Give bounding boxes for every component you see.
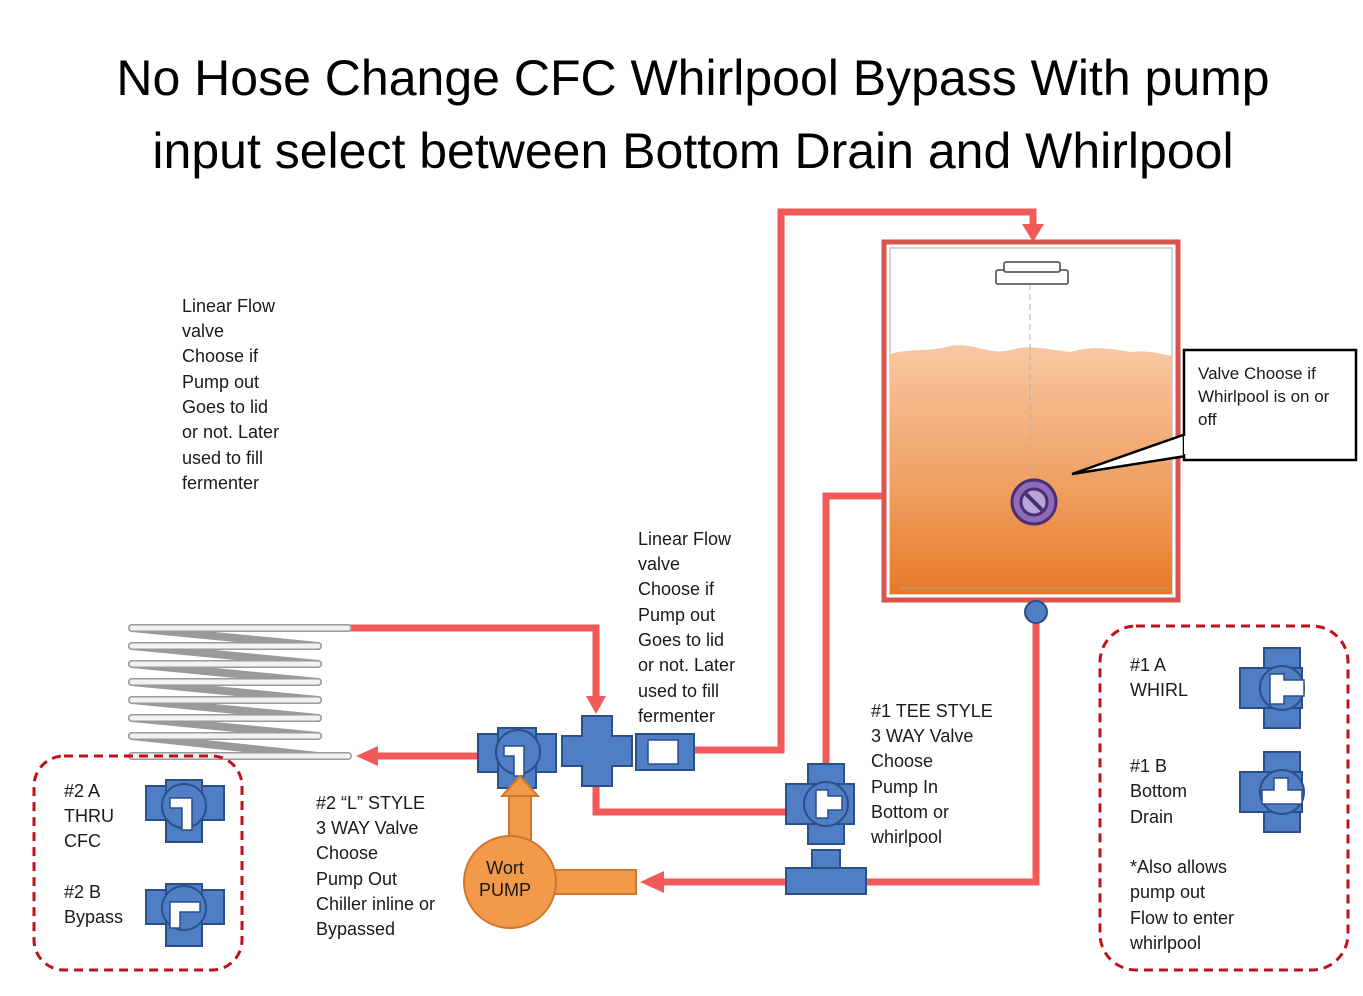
pump-label-line-1: Wort (486, 858, 524, 878)
arrow-into-cross (586, 696, 606, 714)
svg-text:#2 “L” STYLE: #2 “L” STYLE (316, 793, 425, 813)
svg-text:whirlpool: whirlpool (870, 827, 942, 847)
svg-text:Pump In: Pump In (871, 777, 938, 797)
lid-handle-icon (995, 261, 1069, 285)
svg-text:used to fill: used to fill (182, 448, 263, 468)
svg-text:Bottom or: Bottom or (871, 802, 949, 822)
legend-note-line-4: whirlpool (1129, 933, 1201, 953)
chiller-coil (128, 624, 352, 760)
svg-text:Pump out: Pump out (182, 372, 259, 392)
legend-1a-valve-icon (1239, 647, 1305, 729)
legend-2a-line-1: #2 A (64, 781, 100, 801)
pipe-cross-to-tee (592, 770, 786, 816)
legend-2a-line-2: THRU (64, 806, 114, 826)
legend-2b-valve-icon (145, 883, 225, 947)
wort-liquid (890, 345, 1172, 594)
pipe-to-lid (692, 208, 1037, 754)
svg-text:Choose: Choose (316, 843, 378, 863)
legend-note-line-1: *Also allows (1130, 857, 1227, 877)
svg-text:used to fill: used to fill (638, 681, 719, 701)
whirlpool-valve-callout: Valve Choose if Whirlpool is on or off (1071, 348, 1358, 476)
arrow-into-coil (356, 746, 378, 766)
legend-2b-line-2: Bypass (64, 907, 123, 927)
pipe-coil-to-cross (348, 624, 600, 700)
tee-style-3way-valve[interactable] (785, 763, 855, 845)
svg-text:valve: valve (638, 554, 680, 574)
tee-fitting (785, 849, 867, 895)
svg-text:#1 TEE STYLE: #1 TEE STYLE (871, 701, 993, 721)
callout-line-2: Whirlpool is on or (1198, 387, 1330, 406)
svg-text:or not. Later: or not. Later (638, 655, 735, 675)
linear-flow-valve[interactable] (635, 733, 695, 771)
kettle (881, 239, 1181, 603)
legend-1b-line-1: #1 B (1130, 756, 1167, 776)
svg-text:Pump out: Pump out (638, 605, 715, 625)
svg-text:Bypassed: Bypassed (316, 919, 395, 939)
callout-line-3: off (1198, 410, 1217, 429)
bottom-drain-port-icon[interactable] (1024, 600, 1048, 624)
legend-note-line-2: pump out (1130, 882, 1205, 902)
svg-text:Linear Flow: Linear Flow (182, 296, 276, 316)
svg-text:Choose if: Choose if (638, 579, 715, 599)
whirlpool-valve-icon[interactable] (1010, 478, 1058, 526)
legend-2b-line-1: #2 B (64, 882, 101, 902)
linear-flow-label-mid: Linear Flow valve Choose if Pump out Goe… (638, 529, 735, 726)
wort-pump[interactable]: Wort PUMP (463, 774, 637, 929)
arrow-into-pump (640, 871, 664, 893)
svg-text:Linear Flow: Linear Flow (638, 529, 732, 549)
arrow-into-lid (1022, 224, 1044, 242)
title-line-2: input select between Bottom Drain and Wh… (152, 123, 1233, 179)
legend-left: #2 A THRU CFC #2 B Bypass (32, 754, 244, 972)
legend-1b-valve-icon (1239, 751, 1305, 833)
svg-text:3 WAY Valve: 3 WAY Valve (871, 726, 973, 746)
legend-right: #1 A WHIRL #1 B Bottom Drain *Also allow… (1098, 624, 1350, 972)
svg-text:fermenter: fermenter (638, 706, 715, 726)
legend-1a-line-2: WHIRL (1130, 680, 1188, 700)
svg-text:Choose if: Choose if (182, 346, 259, 366)
legend-1b-line-2: Bottom (1130, 781, 1187, 801)
tee-valve-label: #1 TEE STYLE 3 WAY Valve Choose Pump In … (870, 701, 993, 847)
callout-line-1: Valve Choose if (1198, 364, 1316, 383)
svg-text:valve: valve (182, 321, 224, 341)
pump-label-line-2: PUMP (479, 880, 531, 900)
svg-text:or not. Later: or not. Later (182, 422, 279, 442)
legend-note-line-3: Flow to enter (1130, 908, 1234, 928)
l-valve-label: #2 “L” STYLE 3 WAY Valve Choose Pump Out… (316, 793, 435, 939)
l-style-3way-valve[interactable] (477, 727, 557, 789)
svg-text:Chiller inline or: Chiller inline or (316, 894, 435, 914)
svg-text:Goes to lid: Goes to lid (638, 630, 724, 650)
title-line-1: No Hose Change CFC Whirlpool Bypass With… (116, 50, 1269, 106)
legend-1a-line-1: #1 A (1130, 655, 1166, 675)
legend-1b-line-3: Drain (1130, 807, 1173, 827)
svg-text:fermenter: fermenter (182, 473, 259, 493)
svg-text:Pump Out: Pump Out (316, 869, 397, 889)
linear-flow-label-left: Linear Flow valve Choose if Pump out Goe… (182, 296, 279, 493)
svg-text:Goes to lid: Goes to lid (182, 397, 268, 417)
legend-2a-valve-icon (145, 779, 225, 843)
legend-2a-line-3: CFC (64, 831, 101, 851)
svg-text:3 WAY Valve: 3 WAY Valve (316, 818, 418, 838)
cross-junction (561, 715, 633, 787)
svg-text:Choose: Choose (871, 751, 933, 771)
